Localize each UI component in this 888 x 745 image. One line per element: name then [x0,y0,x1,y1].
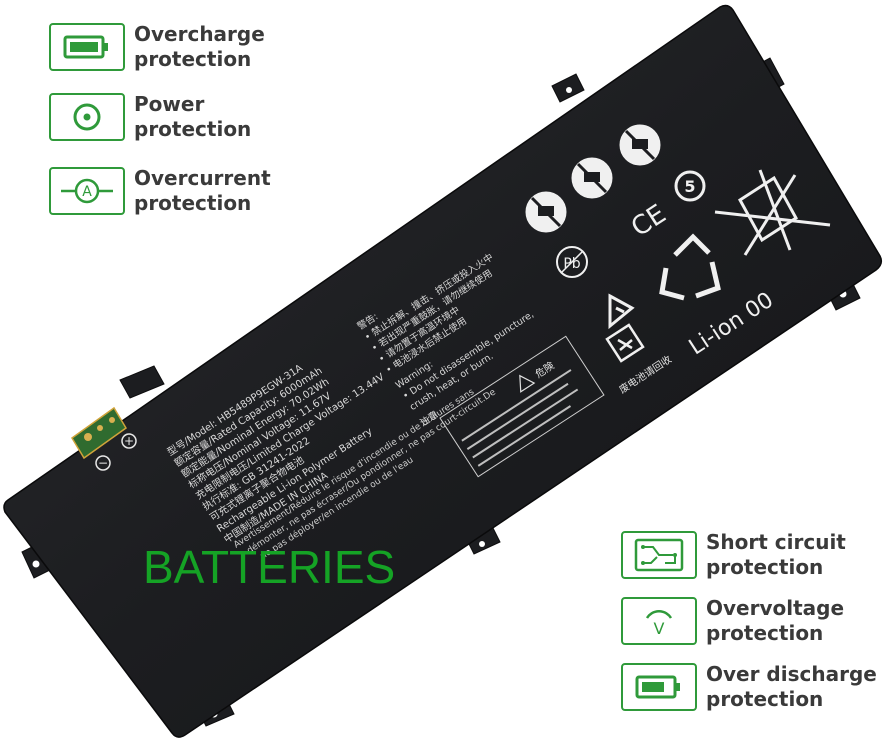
no-puncture-icon [525,191,567,233]
svg-text:A: A [82,184,92,200]
feature-icon-box [621,531,697,579]
svg-text:−: − [98,456,108,470]
svg-text:5: 5 [684,177,695,196]
feature-icon-box [621,663,697,711]
no-heat-icon [571,157,613,199]
lead-free-icon: Pb [556,246,588,278]
environmental-period-icon: 5 [674,170,706,202]
circuit-board-icon [634,538,684,572]
power-circle-icon [73,103,101,131]
terminal-plus-icon: + [121,433,137,449]
feature-icon-box [49,93,125,141]
warning-triangle-icon [519,374,536,393]
safety-icons [525,124,661,233]
cn-recycle-icon [605,323,645,363]
ammeter-icon: A [61,178,113,204]
voltage-gauge-icon: V [645,609,673,638]
watermark-text: BATTERIES [143,541,396,593]
battery-low-icon [635,675,680,699]
svg-text:Pb: Pb [563,256,580,272]
recycle-icon [659,233,721,301]
no-crush-icon [619,124,661,166]
rcm-mark-icon [608,293,635,330]
battery-connector [71,406,127,460]
battery-body [3,4,883,738]
battery-full-icon [63,35,108,59]
feature-icon-box: V [621,597,697,645]
terminal-minus-icon: − [95,455,111,471]
svg-text:V: V [654,619,665,638]
danger-box: 危険 [439,335,605,478]
svg-text:+: + [124,434,134,448]
feature-icon-box [49,23,125,71]
feature-icon-box: A [49,167,125,215]
weee-bin-icon [714,169,831,256]
